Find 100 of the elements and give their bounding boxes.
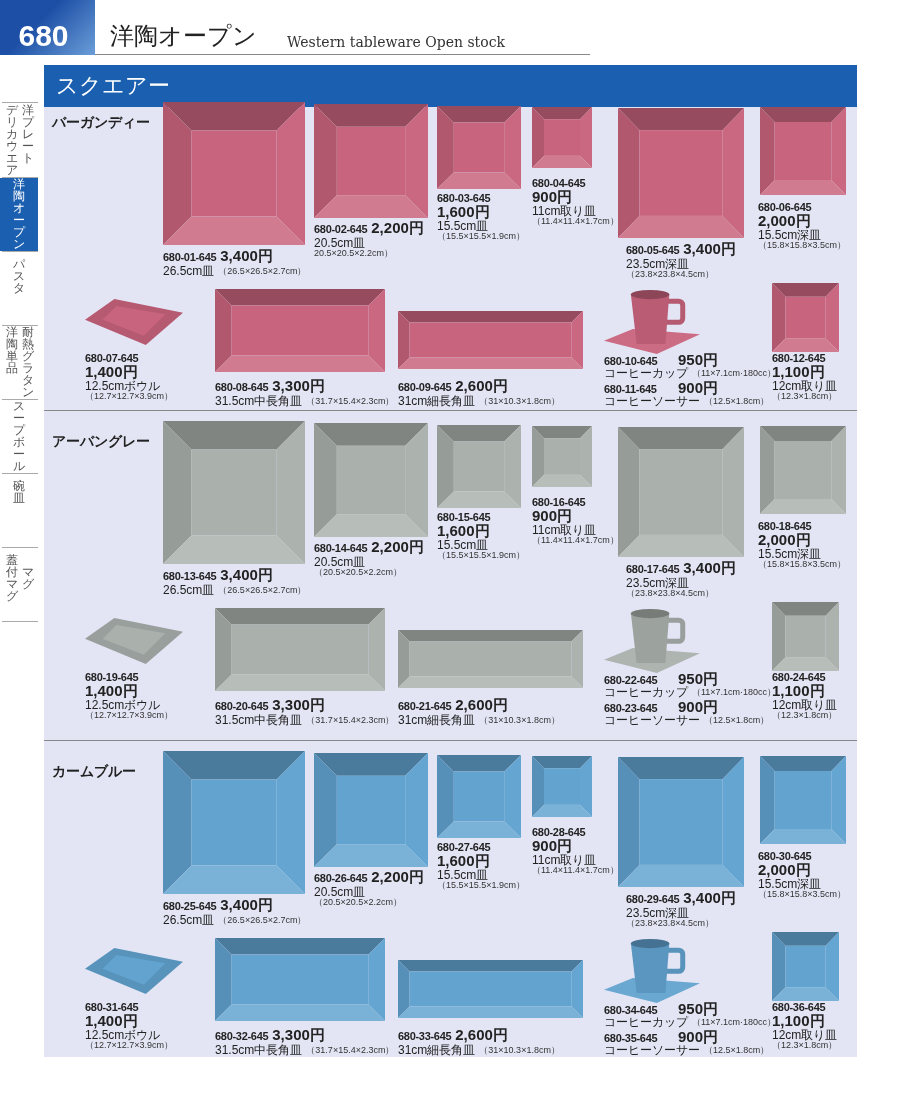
dimensions: （12.7×12.7×3.9cm）: [85, 1040, 174, 1050]
price: 3,400円: [220, 567, 273, 583]
price: 3,400円: [220, 248, 273, 264]
price: 900円: [678, 1029, 719, 1045]
product-code: 680-24-645: [772, 671, 826, 683]
product-code: 680-09-645: [398, 381, 452, 393]
color-name: アーバングレー: [52, 433, 150, 451]
tab-label: 碗皿: [12, 480, 25, 504]
product-code: 680-25-645: [163, 900, 217, 912]
product-name: 31.5cm中長角皿: [215, 1044, 303, 1056]
product-code: 680-21-645: [398, 700, 452, 712]
price: 1,600円: [437, 853, 490, 869]
product-name: 12.5cmボウル: [85, 699, 161, 711]
dimensions: （15.5×15.5×1.9cm）: [437, 550, 526, 560]
dimensions: （15.5×15.5×1.9cm）: [437, 231, 526, 241]
product-name: コーヒーソーサー: [604, 395, 700, 407]
product-name: 15.5cm深皿: [758, 548, 822, 560]
product-code: 680-32-645: [215, 1030, 269, 1042]
product-name: 12.5cmボウル: [85, 380, 161, 392]
price: 3,400円: [683, 241, 736, 257]
dimensions: （15.8×15.8×3.5cm）: [758, 240, 847, 250]
product-code: 680-26-645: [314, 872, 368, 884]
price: 1,400円: [85, 1013, 138, 1029]
dimensions: （12.3×1.8cm）: [772, 1040, 838, 1050]
price: 3,400円: [683, 560, 736, 576]
dimensions: （26.5×26.5×2.7cm）: [218, 915, 307, 925]
price: 1,400円: [85, 683, 138, 699]
product-name: 31cm細長角皿: [398, 714, 476, 726]
product-name: コーヒーカップ: [604, 686, 688, 698]
product-code: 680-20-645: [215, 700, 269, 712]
product-code: 680-11-645: [604, 383, 657, 395]
product-name: コーヒーカップ: [604, 1016, 688, 1028]
dimensions: （20.5×20.5×2.2cm）: [314, 897, 403, 907]
tab-label: 洋陶オープン: [12, 178, 25, 250]
product-name: 20.5cm皿: [314, 237, 366, 249]
dimensions: （31.7×15.4×2.3cm）: [306, 396, 395, 406]
product-name: 23.5cm深皿: [626, 907, 690, 919]
section-banner: スクエアー: [44, 65, 857, 107]
price: 1,400円: [85, 364, 138, 380]
dimensions: （31×10.3×1.8cm）: [479, 715, 560, 725]
dimensions: （31.7×15.4×2.3cm）: [306, 715, 395, 725]
product-name: 31cm細長角皿: [398, 1044, 476, 1056]
dimensions: （12.7×12.7×3.9cm）: [85, 710, 174, 720]
dimensions: （11.4×11.4×1.7cm）: [532, 535, 619, 545]
product-code: 680-33-645: [398, 1030, 452, 1042]
product-code: 680-30-645: [758, 850, 812, 862]
product-name: 11cm取り皿: [532, 205, 597, 217]
price: 3,400円: [220, 897, 273, 913]
dimensions: （31×10.3×1.8cm）: [479, 1045, 560, 1055]
product-name: 15.5cm深皿: [758, 878, 822, 890]
product-name: コーヒーソーサー: [604, 714, 700, 726]
dimensions: （23.8×23.8×4.5cm）: [626, 918, 715, 928]
product-code: 680-28-645: [532, 826, 586, 838]
product-code: 680-22-645: [604, 674, 658, 686]
product-name: コーヒーカップ: [604, 367, 688, 379]
price: 900円: [532, 189, 573, 205]
product-code: 680-15-645: [437, 511, 491, 523]
product-code: 680-13-645: [163, 570, 217, 582]
product-name: 12cm取り皿: [772, 1029, 838, 1041]
product-name: 31.5cm中長角皿: [215, 714, 303, 726]
price: 900円: [678, 380, 719, 396]
dimensions: （12.3×1.8cm）: [772, 391, 838, 401]
page-subtitle: Western tableware Open stock: [287, 34, 505, 50]
dimensions: （11.4×11.4×1.7cm）: [532, 865, 619, 875]
product-code: 680-36-645: [772, 1001, 826, 1013]
tab-label: 耐熱グラタン: [21, 326, 34, 398]
dimensions: （23.8×23.8×4.5cm）: [626, 588, 715, 598]
price: 900円: [532, 838, 573, 854]
product-code: 680-29-645: [626, 893, 680, 905]
product-name: 26.5cm皿: [163, 265, 215, 277]
dimensions: （15.5×15.5×1.9cm）: [437, 880, 526, 890]
product-code: 680-34-645: [604, 1004, 658, 1016]
dimensions: （12.7×12.7×3.9cm）: [85, 391, 174, 401]
price: 950円: [678, 352, 719, 368]
tab-label: パスタ: [12, 258, 25, 294]
price: 1,600円: [437, 204, 490, 220]
tab-label: 洋プレート: [21, 104, 34, 164]
color-name: バーガンディー: [52, 114, 150, 132]
dimensions: （20.5×20.5×2.2cm）: [314, 567, 403, 577]
product-name: 20.5cm皿: [314, 886, 366, 898]
tab-label: マグ: [21, 566, 34, 590]
product-name: 12cm取り皿: [772, 699, 838, 711]
price: 950円: [678, 671, 719, 687]
price: 2,000円: [758, 532, 811, 548]
product-code: 680-02-645: [314, 223, 368, 235]
price: 2,200円: [371, 869, 424, 885]
tab-label: スープボール: [12, 400, 25, 472]
dimensions: （31.7×15.4×2.3cm）: [306, 1045, 395, 1055]
color-name: カームブルー: [52, 763, 136, 781]
price: 2,200円: [371, 539, 424, 555]
product-code: 680-17-645: [626, 563, 680, 575]
product-code: 680-05-645: [626, 244, 680, 256]
dimensions: （31×10.3×1.8cm）: [479, 396, 560, 406]
dimensions: （26.5×26.5×2.7cm）: [218, 266, 307, 276]
price: 3,400円: [683, 890, 736, 906]
price: 2,000円: [758, 862, 811, 878]
product-name: 31.5cm中長角皿: [215, 395, 303, 407]
dimensions: （12.5×1.8cm）: [704, 1045, 770, 1055]
dimensions: （15.8×15.8×3.5cm）: [758, 889, 847, 899]
product-name: 11cm取り皿: [532, 524, 597, 536]
